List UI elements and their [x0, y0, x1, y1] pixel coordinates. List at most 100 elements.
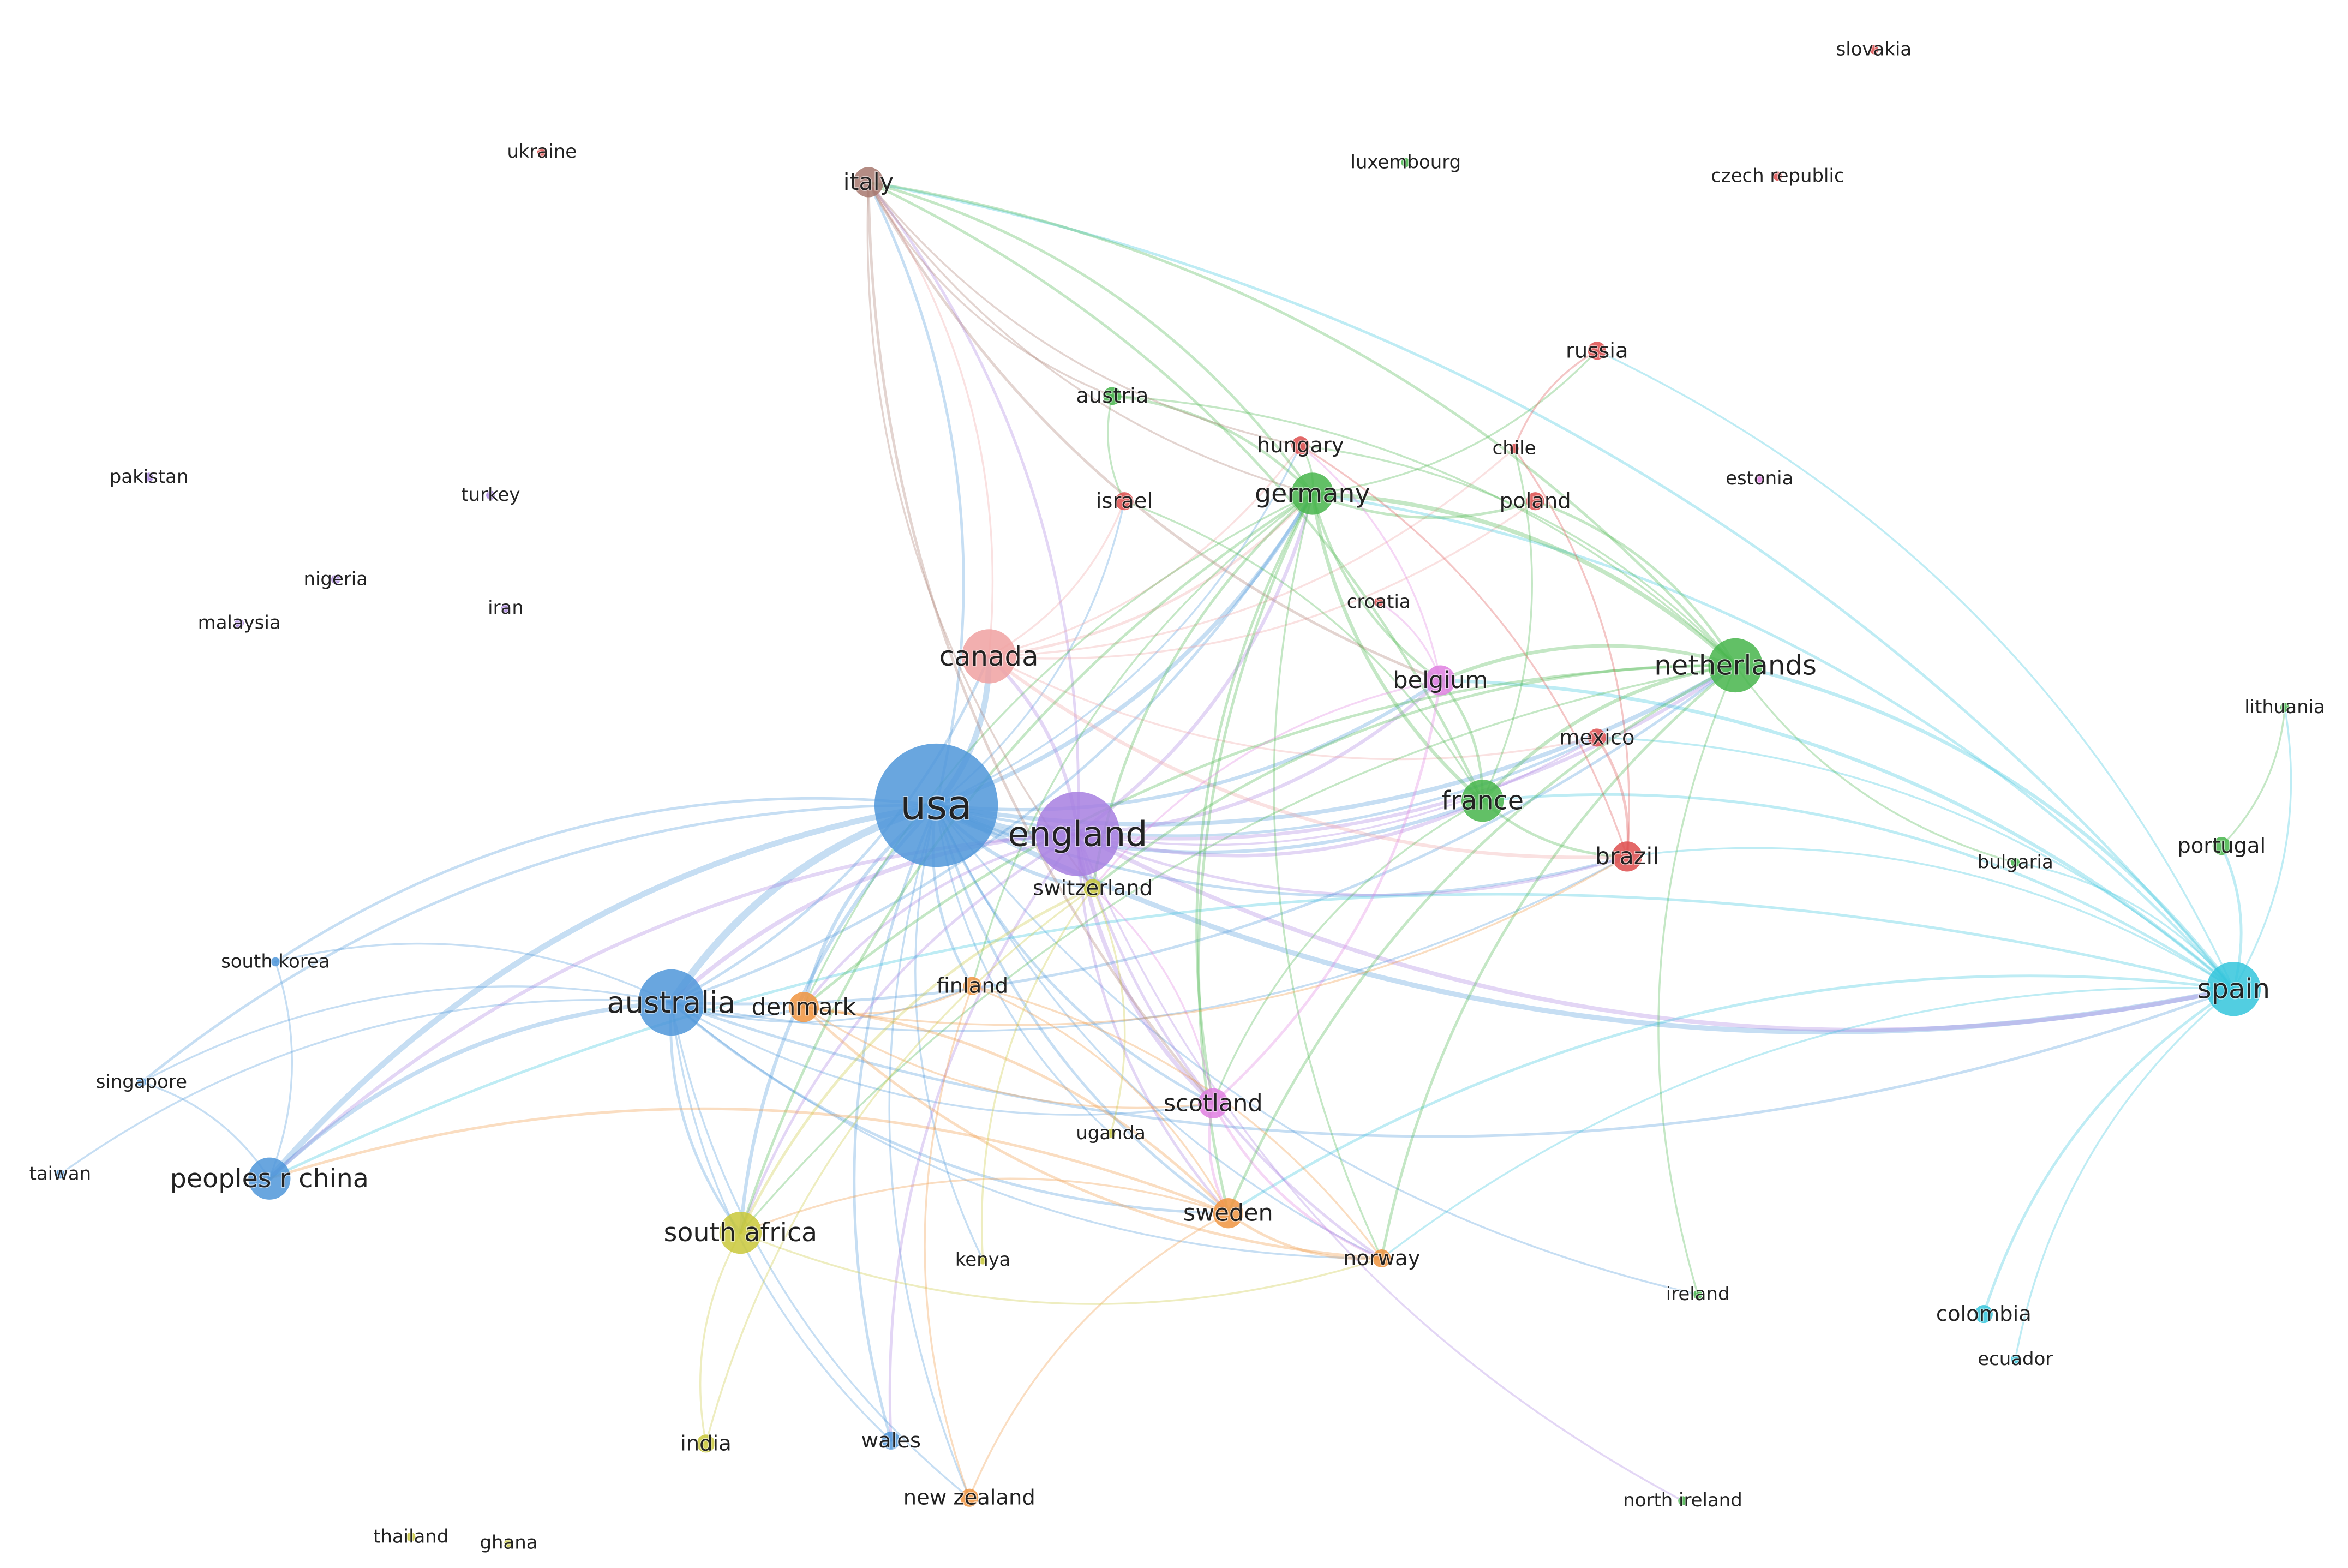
node-colombia[interactable] — [1974, 1305, 1993, 1324]
edge-sweden-denmark — [802, 1006, 1230, 1215]
edge-australia-new_zealand — [670, 1001, 971, 1499]
node-brazil[interactable] — [1612, 841, 1643, 872]
node-italy[interactable] — [853, 167, 884, 198]
node-slovakia[interactable] — [1869, 45, 1879, 55]
node-finland[interactable] — [963, 977, 981, 995]
node-poland[interactable] — [1526, 492, 1544, 511]
edge-netherlands-norway — [1380, 664, 1737, 1260]
edge-spain-lithuania — [2232, 706, 2292, 990]
node-spain[interactable] — [2206, 961, 2261, 1016]
node-lithuania[interactable] — [2280, 703, 2290, 712]
node-mexico[interactable] — [1588, 728, 1606, 747]
label-norway: norway — [1343, 1246, 1420, 1271]
node-croatia[interactable] — [1374, 597, 1383, 607]
label-luxembourg: luxembourg — [1351, 152, 1461, 173]
node-nigeria[interactable] — [331, 574, 340, 584]
node-south-africa[interactable] — [719, 1211, 762, 1254]
node-india[interactable] — [697, 1434, 715, 1453]
node-canada[interactable] — [961, 629, 1016, 684]
node-peoples-r-china[interactable] — [248, 1157, 291, 1200]
node-switzerland[interactable] — [1083, 879, 1102, 897]
node-pakistan[interactable] — [144, 472, 154, 482]
edge-germany-france — [1310, 492, 1484, 803]
label-switzerland: switzerland — [1033, 876, 1153, 900]
node-ukraine[interactable] — [537, 147, 547, 157]
node-taiwan[interactable] — [56, 1169, 65, 1179]
edge-sweden-finland — [971, 985, 1230, 1214]
node-bulgaria[interactable] — [2010, 858, 2020, 867]
edge-germany-russia — [1311, 350, 1598, 495]
edge-denmark-norway — [802, 1006, 1383, 1260]
edge-england-south_africa — [739, 833, 1079, 1235]
label-turkey: turkey — [461, 484, 520, 506]
label-pakistan: pakistan — [110, 466, 189, 488]
label-ecuador: ecuador — [1978, 1349, 2053, 1370]
label-scotland: scotland — [1164, 1090, 1263, 1117]
node-wales[interactable] — [882, 1431, 900, 1450]
edge-usa-belgium — [934, 678, 1442, 812]
label-poland: poland — [1500, 489, 1571, 513]
edge-canada-italy — [867, 181, 994, 657]
nodes-layer — [56, 45, 2290, 1548]
node-sweden[interactable] — [1213, 1198, 1243, 1229]
node-malaysia[interactable] — [235, 618, 244, 628]
edge-peoples_r_china-south_korea — [268, 961, 294, 1180]
label-south-korea: south korea — [221, 951, 330, 972]
node-ecuador[interactable] — [2010, 1355, 2020, 1364]
node-russia[interactable] — [1588, 342, 1606, 360]
edge-sweden-south_africa — [739, 1177, 1230, 1234]
edge-england-north_ireland — [1076, 833, 1684, 1502]
label-ghana: ghana — [480, 1532, 537, 1553]
node-kenya[interactable] — [978, 1255, 987, 1265]
node-germany[interactable] — [1291, 472, 1334, 515]
edge-peoples_r_china-singapore — [140, 1081, 271, 1180]
node-new-zealand[interactable] — [960, 1488, 979, 1507]
node-turkey[interactable] — [486, 490, 495, 500]
node-ireland[interactable] — [1693, 1290, 1703, 1299]
node-czech-republic[interactable] — [1773, 171, 1782, 181]
node-france[interactable] — [1461, 780, 1504, 822]
node-thailand[interactable] — [406, 1532, 416, 1542]
edge-finland-new_zealand — [924, 985, 974, 1499]
node-chile[interactable] — [1510, 444, 1519, 453]
node-scotland[interactable] — [1198, 1088, 1229, 1118]
node-austria[interactable] — [1103, 387, 1122, 405]
edge-netherlands-sweden — [1226, 664, 1737, 1215]
edge-brazil-chile — [1513, 447, 1630, 858]
edge-netherlands-italy — [867, 181, 1737, 667]
label-sweden: sweden — [1183, 1200, 1273, 1227]
edge-scotland-switzerland — [1092, 887, 1214, 1105]
edge-england-germany — [1076, 492, 1314, 836]
edge-portugal-lithuania — [2220, 706, 2286, 847]
node-south-korea[interactable] — [271, 957, 280, 967]
edge-australia-scotland — [670, 1001, 1214, 1116]
node-portugal[interactable] — [2212, 836, 2231, 855]
node-norway[interactable] — [1373, 1249, 1391, 1268]
node-ghana[interactable] — [504, 1538, 513, 1548]
node-denmark[interactable] — [788, 992, 819, 1022]
edge-belgium-switzerland — [1092, 679, 1442, 889]
node-uganda[interactable] — [1106, 1129, 1116, 1138]
edges-layer — [59, 181, 2292, 1502]
edge-australia-brazil — [670, 855, 1628, 1032]
node-england[interactable] — [1035, 792, 1120, 876]
node-netherlands[interactable] — [1708, 638, 1763, 693]
node-australia[interactable] — [638, 969, 705, 1036]
node-usa[interactable] — [874, 743, 998, 867]
node-estonia[interactable] — [1754, 474, 1764, 483]
label-iran: iran — [488, 597, 524, 619]
node-hungary[interactable] — [1291, 436, 1310, 455]
edge-australia-sweden — [670, 1001, 1230, 1215]
edge-usa-norway — [935, 804, 1383, 1260]
node-north-ireland[interactable] — [1678, 1496, 1687, 1505]
node-israel[interactable] — [1115, 492, 1134, 511]
node-iran[interactable] — [501, 603, 511, 613]
edge-spain-norway — [1381, 986, 2235, 1260]
node-belgium[interactable] — [1425, 665, 1455, 696]
node-singapore[interactable] — [137, 1078, 146, 1087]
edge-spain-ecuador — [2014, 988, 2235, 1361]
node-luxembourg[interactable] — [1401, 158, 1411, 167]
edge-austria-israel — [1107, 394, 1125, 502]
label-chile: chile — [1493, 438, 1536, 459]
